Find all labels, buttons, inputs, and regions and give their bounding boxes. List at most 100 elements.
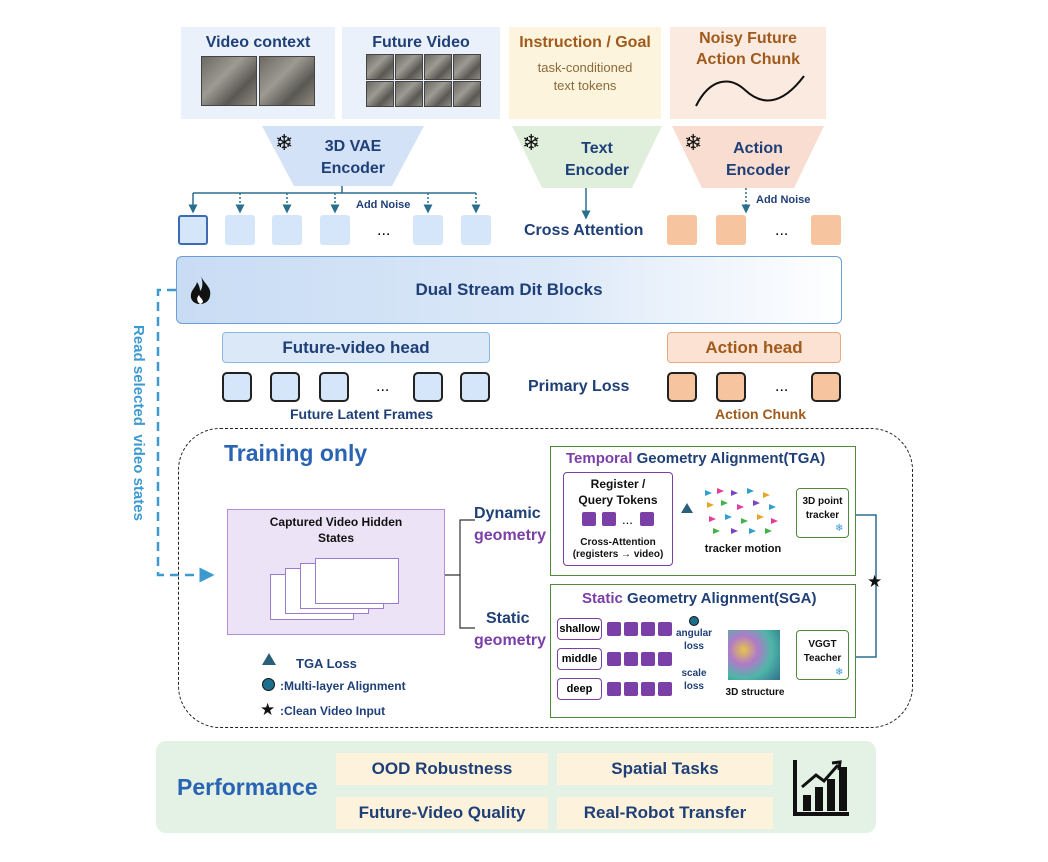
layer-deep: deep — [557, 678, 602, 700]
video-token-ellipsis: ... — [377, 222, 391, 239]
snowflake-icon: ❄ — [835, 523, 844, 534]
layer-token — [607, 652, 621, 666]
circle-icon — [262, 678, 275, 691]
future-video-head-label: Future-video head — [282, 337, 430, 357]
layer-token — [624, 682, 638, 696]
sga-title-rest: Geometry Alignment(SGA) — [622, 590, 817, 607]
scale-loss-label-2: loss — [683, 681, 704, 692]
scale-loss-label-1: scale — [681, 668, 707, 679]
video-context-title: Video context — [205, 34, 311, 51]
circle-icon — [689, 616, 699, 626]
tracker-motion-label: tracker motion — [704, 543, 782, 555]
register-token — [582, 512, 596, 526]
latent-ellipsis: ... — [376, 378, 390, 395]
sga-title-colored: Static — [582, 590, 623, 607]
video-token — [225, 215, 255, 245]
structure-3d-label: 3D structure — [725, 687, 785, 698]
noisy-action-panel — [670, 27, 826, 119]
captured-states-label-2: States — [317, 531, 355, 545]
action-head: Action head — [667, 332, 841, 363]
cross-attention-reg-label-1: Cross-Attention — [580, 537, 656, 548]
training-only-title: Training only — [224, 440, 368, 466]
point-tracker-label-2: tracker — [805, 510, 840, 521]
perf-item-label: Real-Robot Transfer — [583, 803, 747, 822]
action-chunk-frame — [811, 372, 841, 402]
performance-ood-robustness: OOD Robustness — [336, 753, 548, 785]
point-tracker-label-1: 3D point — [802, 496, 843, 507]
layer-middle-label: middle — [561, 653, 598, 665]
action-chunk-frame — [667, 372, 697, 402]
hidden-state-sheet — [315, 558, 399, 604]
future-video-frame — [424, 54, 452, 80]
bar-chart-icon — [793, 760, 849, 816]
register-ellipsis: ... — [622, 512, 633, 527]
triangle-icon — [681, 503, 693, 513]
layer-token — [658, 622, 672, 636]
perf-item-label: OOD Robustness — [371, 759, 513, 778]
action-chunk-label: Action Chunk — [715, 406, 806, 422]
layer-shallow-label: shallow — [559, 623, 600, 635]
action-token-ellipsis: ... — [775, 222, 789, 239]
register-token — [640, 512, 654, 526]
noisy-action-title-2: Action Chunk — [696, 51, 800, 68]
future-latent-frame — [222, 372, 252, 402]
layer-token — [641, 682, 655, 696]
vae-encoder-shape — [262, 126, 424, 186]
action-token — [716, 215, 746, 245]
instruction-title: Instruction / Goal — [519, 34, 651, 51]
snowflake-icon: ❄ — [684, 130, 703, 155]
future-latent-frame — [270, 372, 300, 402]
video-context-image-1 — [201, 56, 257, 106]
flame-icon — [188, 275, 214, 310]
future-latent-frames-label: Future Latent Frames — [290, 406, 434, 422]
text-encoder-label-2: Encoder — [564, 162, 629, 179]
dit-blocks-label: Dual Stream Dit Blocks — [415, 280, 603, 299]
tracker-motion-image — [705, 488, 778, 534]
text-encoder-shape — [512, 126, 662, 188]
cross-attention-reg-label-2: (registers → video) — [572, 549, 664, 560]
action-ellipsis: ... — [775, 378, 789, 395]
future-video-frame — [395, 54, 423, 80]
primary-loss-label: Primary Loss — [528, 378, 630, 395]
action-token — [811, 215, 841, 245]
instruction-sub-1: task-conditioned — [537, 60, 633, 75]
register-token — [602, 512, 616, 526]
performance-future-video-quality: Future-Video Quality — [336, 797, 548, 829]
dynamic-geometry-label-1: Dynamic — [474, 505, 541, 522]
tga-title-rest: Geometry Alignment(TGA) — [632, 450, 826, 467]
layer-token — [641, 622, 655, 636]
add-noise-action-label: Add Noise — [756, 194, 811, 206]
star-icon: ★ — [867, 572, 883, 591]
legend-clean-video: :Clean Video Input — [280, 704, 386, 718]
register-label-1: Register / — [590, 477, 646, 491]
layer-token — [658, 682, 672, 696]
layer-shallow: shallow — [557, 618, 602, 640]
vggt-label-2: Teacher — [803, 653, 842, 664]
noisy-action-title-1: Noisy Future — [699, 30, 797, 47]
vae-encoder-label-2: Encoder — [320, 160, 385, 177]
legend-tga-loss: TGA Loss — [296, 656, 357, 671]
future-latent-frame — [319, 372, 349, 402]
legend-multilayer: :Multi-layer Alignment — [280, 679, 406, 693]
future-video-frame — [424, 81, 452, 107]
tga-title-colored: Temporal — [566, 450, 633, 467]
video-context-image-2 — [259, 56, 315, 106]
future-video-frame — [366, 81, 394, 107]
video-token — [413, 215, 443, 245]
layer-token — [607, 622, 621, 636]
future-video-frame — [453, 54, 481, 80]
perf-item-label: Spatial Tasks — [611, 759, 719, 778]
future-video-frame — [453, 81, 481, 107]
video-token — [461, 215, 491, 245]
point-tracker-box — [796, 488, 849, 538]
training-only-region — [178, 428, 913, 728]
video-token — [272, 215, 302, 245]
angular-loss-label-1: angular — [675, 628, 713, 639]
vggt-teacher-box — [796, 630, 849, 680]
sga-title: Static Geometry Alignment(SGA) — [582, 590, 817, 607]
action-encoder-shape — [672, 126, 824, 188]
performance-real-robot-transfer: Real-Robot Transfer — [557, 797, 773, 829]
perf-item-label: Future-Video Quality — [358, 803, 526, 822]
action-encoder-label-2: Encoder — [725, 162, 790, 179]
future-video-title: Future Video — [372, 34, 470, 51]
